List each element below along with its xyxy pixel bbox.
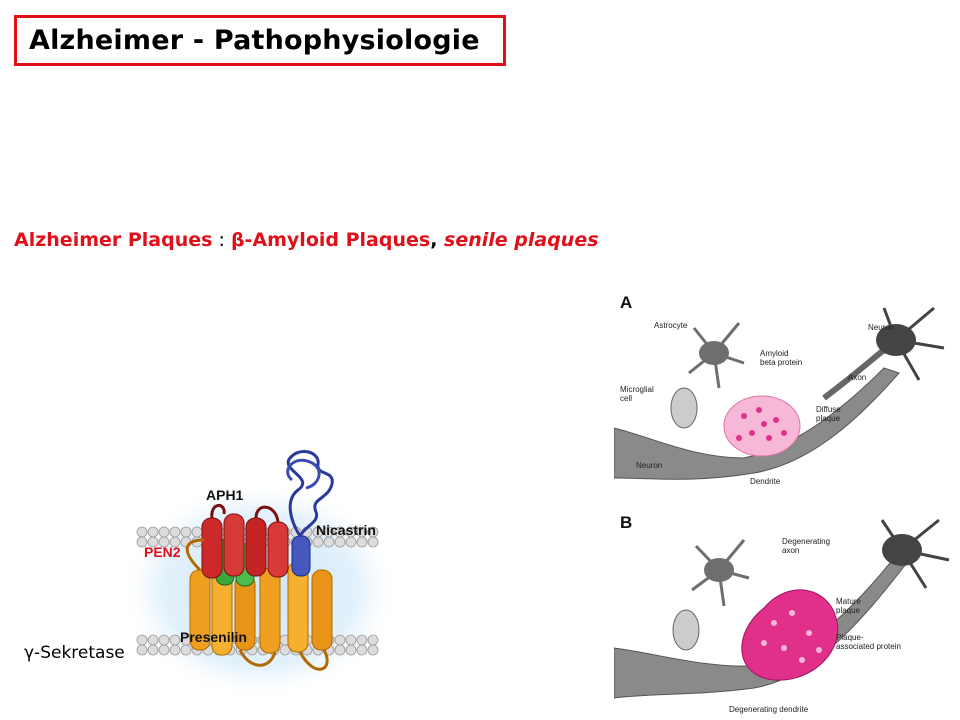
panel-b-letter: B (620, 513, 632, 532)
lipid-head (191, 526, 203, 538)
mature-plaque-b (741, 589, 839, 681)
label-assoc-2: associated protein (836, 642, 901, 651)
label-diffuse-2: plaque (816, 414, 841, 423)
lipid-head (323, 536, 335, 548)
label-pen2: PEN2 (144, 544, 181, 560)
secretase-caption: γ-Sekretase (24, 643, 125, 663)
lipid-head (147, 526, 159, 538)
aph1-helices (201, 513, 289, 579)
label-neuron-bottom: Neuron (636, 461, 662, 470)
label-neuron-top: Neuron (868, 323, 894, 332)
label-diffuse-1: Diffuse (816, 405, 841, 414)
lipid-head (345, 536, 357, 548)
panel-b: B Degenerating axon Mature plaque Plaque… (614, 513, 950, 714)
plaque-core-dots-b (761, 610, 822, 663)
lipid-head (147, 644, 159, 656)
label-axon: Axon (848, 373, 866, 382)
label-nicastrin: Nicastrin (316, 522, 376, 538)
lipid-head (158, 634, 170, 646)
label-mature-2: plaque (836, 606, 861, 615)
microglial-cell-b (672, 609, 700, 651)
lipid-head (356, 536, 368, 548)
lipid-head (345, 644, 357, 656)
label-mature-1: Mature (836, 597, 861, 606)
nicastrin-protein (286, 449, 334, 577)
presenilin-helices (189, 561, 333, 656)
lipid-head (334, 536, 346, 548)
label-microglial-1: Microglial (620, 385, 654, 394)
slide-title: Alzheimer - Pathophysiologie (29, 25, 480, 56)
protein-loops (185, 504, 329, 671)
label-astrocyte: Astrocyte (654, 321, 688, 330)
secretase-illustration: APH1 Nicastrin PEN2 Presenilin (120, 449, 400, 700)
lipid-head (334, 634, 346, 646)
lipid-head (180, 644, 192, 656)
subtitle-separator: : (212, 229, 231, 251)
title-box: Alzheimer - Pathophysiologie (14, 15, 506, 66)
subtitle-senile-plaques: senile plaques (437, 229, 599, 251)
lipid-head (158, 644, 170, 656)
lipid-head (345, 634, 357, 646)
label-degen-axon-2: axon (782, 546, 799, 555)
lipid-head (136, 526, 148, 538)
label-presenilin: Presenilin (180, 629, 247, 645)
label-degen-dendrite: Degenerating dendrite (729, 705, 809, 714)
panel-a: A Astrocyte Neuron Amyloid beta protein … (614, 288, 954, 493)
lipid-head (169, 536, 181, 548)
lipid-head (367, 644, 379, 656)
label-amyloid-1: Amyloid (760, 349, 788, 358)
slide-subtitle: Alzheimer Plaques : β-Amyloid Plaques, s… (14, 229, 599, 251)
subtitle-beta-amyloid: β-Amyloid Plaques (230, 229, 431, 251)
label-dendrite: Dendrite (750, 477, 781, 486)
lipid-head (334, 644, 346, 656)
amyloid-dots-a (736, 407, 787, 441)
panel-a-letter: A (620, 293, 632, 312)
subtitle-alzheimer-plaques: Alzheimer Plaques (14, 229, 213, 251)
plaque-formation-illustration: A Astrocyte Neuron Amyloid beta protein … (614, 288, 954, 714)
lipid-head (169, 634, 181, 646)
microglial-cell-a (670, 387, 698, 429)
lipid-head (356, 644, 368, 656)
lipid-head (158, 526, 170, 538)
lipid-head (136, 536, 148, 548)
subtitle-comma: , (430, 229, 438, 251)
lipid-head (169, 526, 181, 538)
lipid-head (180, 526, 192, 538)
lipid-head (312, 536, 324, 548)
neuron-axon-a (614, 367, 900, 480)
lipid-head (147, 536, 159, 548)
label-microglial-2: cell (620, 394, 632, 403)
label-assoc-1: Plaque- (836, 633, 864, 642)
lipid-head (136, 644, 148, 656)
label-degen-axon-1: Degenerating (782, 537, 830, 546)
lipid-head (147, 634, 159, 646)
lipid-head (169, 644, 181, 656)
lipid-head (367, 536, 379, 548)
lipid-head (136, 634, 148, 646)
lipid-head (279, 644, 291, 656)
label-aph1: APH1 (206, 487, 244, 503)
label-amyloid-2: beta protein (760, 358, 802, 367)
lipid-head (356, 634, 368, 646)
lipid-head (158, 536, 170, 548)
lipid-head (367, 634, 379, 646)
